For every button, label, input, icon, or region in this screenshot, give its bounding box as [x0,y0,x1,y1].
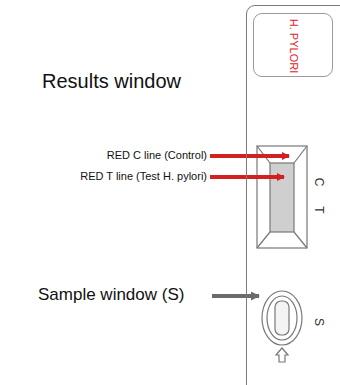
cassette-marking: T [312,206,326,213]
t-line-arrow [210,175,284,179]
callout-label: Sample window (S) [38,285,184,305]
test-cassette: C T S H. PYLORI [246,5,340,385]
product-name: H. PYLORI [288,19,300,73]
callout-label: RED C line (Control) [107,149,207,161]
results-window-frame [257,146,307,248]
cassette-marking: C [312,178,326,187]
callout-label: Results window [42,70,181,93]
c-line-arrow [210,154,289,158]
label-box: H. PYLORI [253,13,333,77]
sample-window [262,291,302,362]
sample-arrow [212,294,259,298]
cassette-marking: S [312,318,326,326]
callout-label: RED T line (Test H. pylori) [80,170,207,182]
